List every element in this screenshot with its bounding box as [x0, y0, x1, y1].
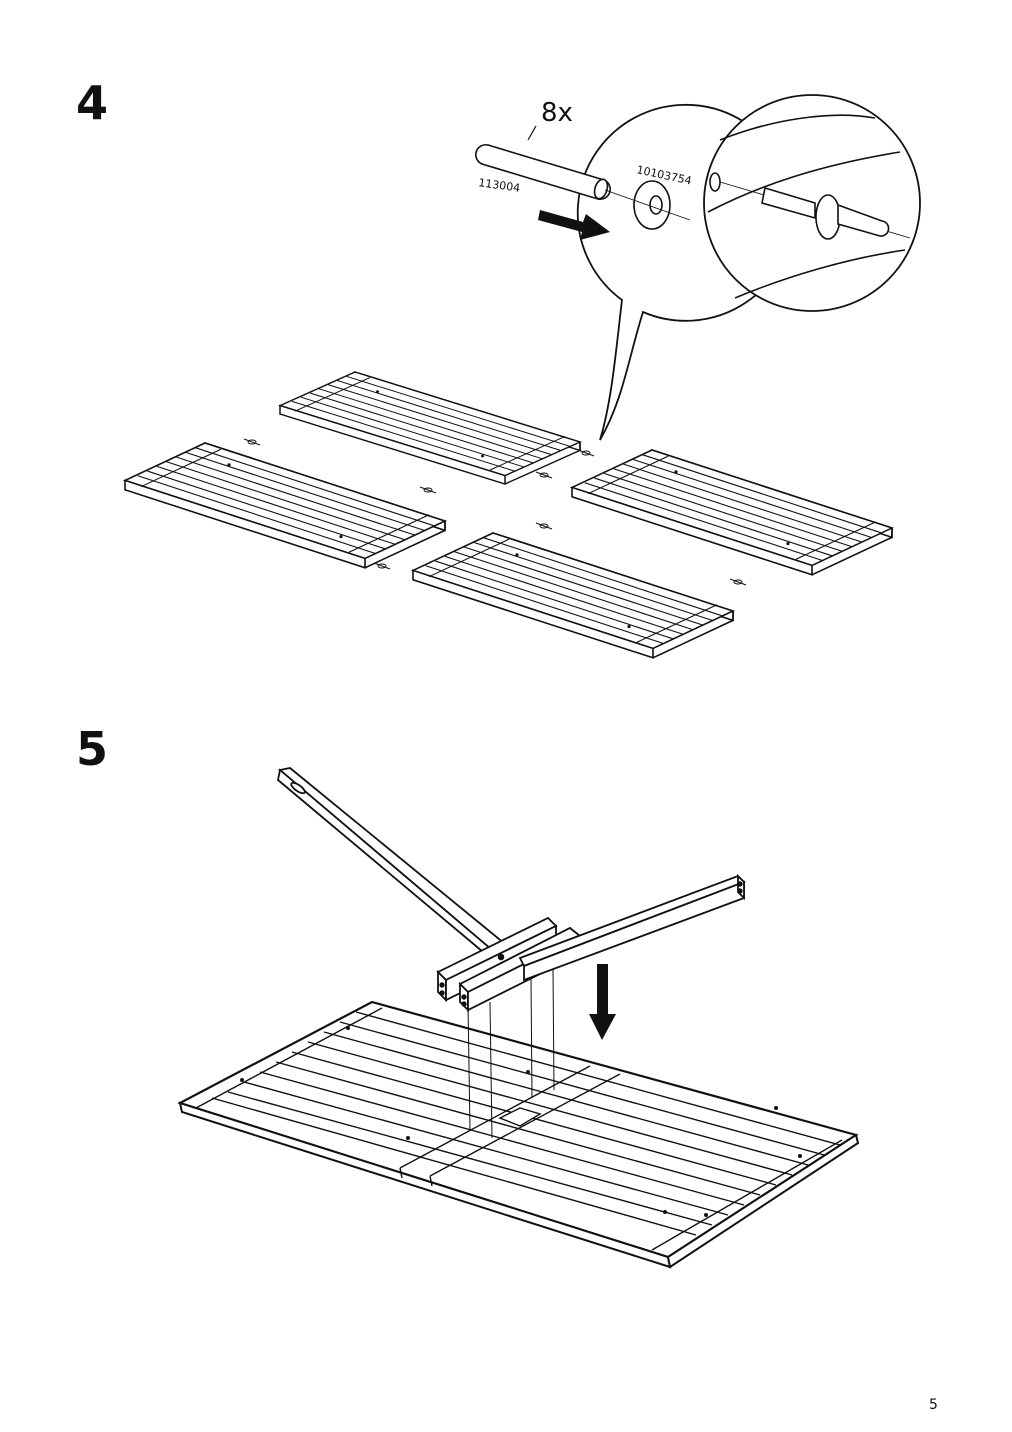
alignment-guides [467, 969, 555, 1139]
down-arrow-icon [589, 964, 616, 1040]
connector-dowels [243, 438, 747, 586]
page-number: 5 [929, 1397, 938, 1413]
step-number-5: 5 [76, 722, 109, 776]
base-frame-parts [277, 767, 746, 1013]
part-number-dowel: 113004 [478, 176, 521, 195]
assembled-tabletop [177, 1000, 860, 1269]
step-number-4: 4 [76, 76, 109, 130]
panel-top-left [279, 371, 581, 485]
insert-arrow-icon [538, 210, 610, 240]
washer-icon [604, 180, 691, 230]
detail-callout [576, 94, 921, 441]
panel-bottom [412, 532, 734, 659]
quantity-label: 8x [541, 98, 573, 128]
panel-left [124, 442, 446, 569]
panel-right [571, 449, 893, 576]
dowel-icon [475, 143, 611, 201]
zoom-detail [707, 114, 911, 299]
